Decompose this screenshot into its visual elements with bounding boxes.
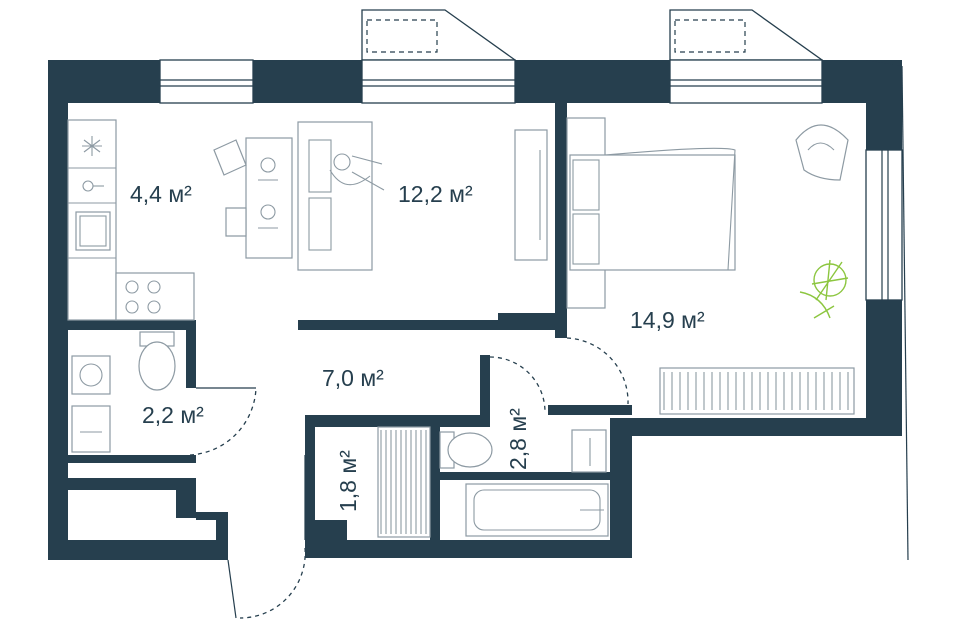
tv-unit — [514, 129, 548, 261]
stove-icon — [125, 280, 161, 314]
bathtub-icon — [465, 483, 609, 537]
bathroom-toilet-icon — [439, 431, 493, 469]
bathroom-sink-icon — [571, 429, 607, 473]
outer-walls — [48, 60, 902, 560]
small-bathroom-area-label: 2,2 м² — [142, 402, 204, 428]
bedroom-area-label: 14,9 м² — [630, 307, 705, 333]
kitchen-area-label: 4,4 м² — [130, 181, 192, 207]
storage-area-label: 1,8 м² — [335, 450, 361, 512]
kitchen-sink-icon — [75, 211, 111, 251]
toilet-icon — [138, 331, 176, 391]
chair-icon — [213, 139, 247, 237]
interior-walls — [68, 103, 632, 540]
bay-window-left — [361, 9, 518, 61]
washing-machine-icon — [71, 355, 111, 395]
hallway-area-label: 7,0 м² — [322, 365, 384, 391]
armchair-icon — [795, 124, 849, 181]
tap-icon — [82, 180, 104, 192]
bathroom-area-label: 2,8 м² — [505, 408, 531, 470]
bath-sink-icon — [71, 405, 111, 453]
dining-table — [245, 137, 293, 259]
radiator — [659, 367, 855, 415]
storage-rack — [377, 426, 431, 538]
fridge-icon — [82, 136, 102, 156]
bed — [569, 147, 736, 271]
doors — [189, 337, 629, 619]
living-area-label: 12,2 м² — [398, 181, 473, 207]
bay-window-right — [669, 9, 825, 61]
plant-icon — [799, 259, 849, 319]
person-icon — [329, 153, 385, 191]
window-frames — [159, 59, 909, 561]
sofa — [297, 121, 373, 271]
